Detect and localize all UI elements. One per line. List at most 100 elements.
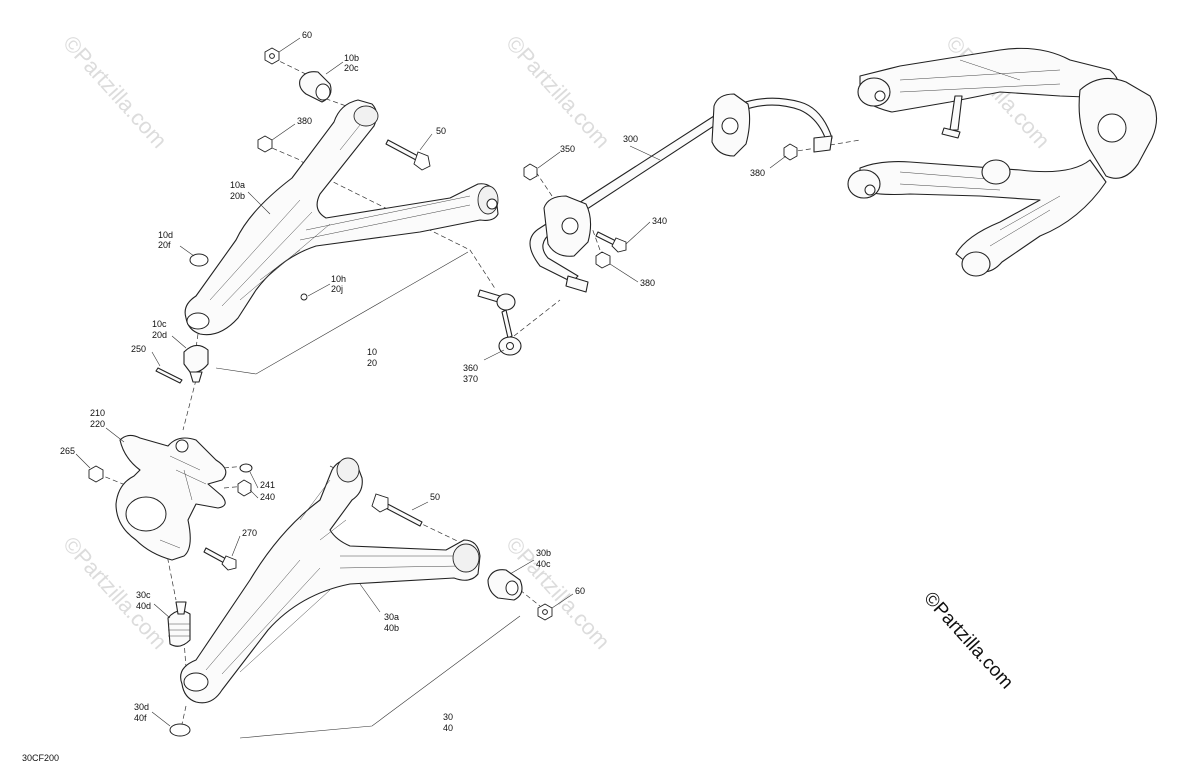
callout-360: 360 bbox=[463, 363, 478, 373]
ball-joint bbox=[183, 344, 209, 373]
callout-300: 300 bbox=[623, 134, 638, 144]
watermark: ©Partzilla.com bbox=[58, 31, 172, 153]
callout-241: 241 bbox=[260, 480, 275, 490]
sway-bar-link-rod bbox=[501, 309, 513, 339]
ball-joint-stud bbox=[175, 601, 187, 615]
assembly-line bbox=[513, 145, 831, 337]
callout-30: 30 bbox=[443, 712, 453, 722]
callout-380: 380 bbox=[750, 168, 765, 178]
callout-40d: 40d bbox=[136, 601, 151, 611]
rear-bushing-housing bbox=[452, 543, 480, 573]
assembly-line bbox=[829, 139, 861, 146]
bolt bbox=[385, 139, 419, 161]
callout-30b: 30b bbox=[536, 548, 551, 558]
callout-10: 10 bbox=[367, 347, 377, 357]
figure-code: 30CF200 bbox=[22, 753, 60, 763]
nut bbox=[237, 479, 252, 497]
sway-bar-end bbox=[565, 275, 589, 293]
callout-10b: 10b bbox=[344, 53, 359, 63]
assembled-bushing bbox=[981, 159, 1011, 185]
steering-knuckle bbox=[115, 434, 227, 561]
callout-30c: 30c bbox=[136, 590, 151, 600]
steering-knuckle-assembly bbox=[88, 434, 253, 601]
lower-a-arm bbox=[180, 459, 481, 704]
callout-20b: 20b bbox=[230, 191, 245, 201]
callout-250: 250 bbox=[131, 344, 146, 354]
callout-220: 220 bbox=[90, 419, 105, 429]
callout-20d: 20d bbox=[152, 330, 167, 340]
bolt-head bbox=[221, 555, 237, 571]
arm-shading bbox=[209, 124, 471, 307]
flange-nut bbox=[257, 135, 273, 153]
callout-40c: 40c bbox=[536, 559, 551, 569]
callout-270: 270 bbox=[242, 528, 257, 538]
upper-a-arm-assembly bbox=[155, 47, 522, 431]
flange-nut bbox=[523, 163, 538, 181]
assembly-line bbox=[97, 465, 247, 601]
hub-bore bbox=[1097, 113, 1127, 143]
callout-50: 50 bbox=[430, 492, 440, 502]
arm-shading bbox=[899, 59, 1061, 93]
callout-60: 60 bbox=[302, 30, 312, 40]
front-bushing-housing bbox=[336, 457, 360, 483]
lower-a-arm-assembly bbox=[167, 457, 553, 737]
watermarks: ©Partzilla.com ©Partzilla.com ©Partzilla… bbox=[58, 31, 1055, 654]
bracket-bore bbox=[721, 117, 739, 135]
sway-bar-link-end bbox=[496, 293, 516, 311]
callout-380: 380 bbox=[640, 278, 655, 288]
knuckle-hub-bore bbox=[125, 496, 167, 532]
cotter-pin bbox=[155, 367, 183, 384]
callout-350: 350 bbox=[560, 144, 575, 154]
leader-lines bbox=[75, 37, 787, 739]
callout-30d: 30d bbox=[134, 702, 149, 712]
assembled-link bbox=[949, 95, 963, 131]
bolt-head bbox=[371, 493, 389, 513]
callout-40f: 40f bbox=[134, 713, 147, 723]
knuckle-shading bbox=[159, 455, 207, 549]
nut-bore bbox=[542, 609, 548, 615]
assembled-lower-arm bbox=[859, 159, 1107, 273]
assembled-bushing bbox=[847, 169, 881, 199]
front-bushing-housing bbox=[353, 105, 379, 127]
callout-380: 380 bbox=[297, 116, 312, 126]
assembly-line bbox=[264, 57, 497, 291]
callout-10a: 10a bbox=[230, 180, 245, 190]
sway-bar-assembly bbox=[513, 93, 833, 337]
boot-ribs bbox=[168, 623, 190, 637]
bracket-bore bbox=[561, 217, 579, 235]
watermark: ©Partzilla.com bbox=[501, 31, 615, 153]
link-bore bbox=[506, 342, 514, 350]
callout-40: 40 bbox=[443, 723, 453, 733]
bushing-bore bbox=[315, 83, 331, 101]
ball-joint-stud bbox=[189, 371, 203, 383]
callout-10c: 10c bbox=[152, 319, 167, 329]
callout-50: 50 bbox=[436, 126, 446, 136]
arm-shading bbox=[899, 171, 1061, 247]
callout-10h: 10h bbox=[331, 274, 346, 284]
assembled-link bbox=[941, 127, 961, 139]
flange-nut bbox=[783, 143, 798, 161]
flange-nut bbox=[88, 465, 104, 483]
bushing-bore bbox=[486, 198, 498, 210]
bushing-bore bbox=[864, 184, 876, 196]
callout-265: 265 bbox=[60, 446, 75, 456]
washer bbox=[239, 463, 253, 473]
callout-210: 210 bbox=[90, 408, 105, 418]
callout-labels: 60 10b 20c 380 50 10a 20b 10d 20f 10h 20… bbox=[60, 30, 765, 733]
callout-20c: 20c bbox=[344, 63, 359, 73]
assembled-bushing bbox=[857, 77, 891, 107]
assembly-line bbox=[181, 465, 541, 725]
callout-60: 60 bbox=[575, 586, 585, 596]
callout-30a: 30a bbox=[384, 612, 399, 622]
ball-joint bbox=[167, 610, 191, 647]
assembled-suspension-reference bbox=[829, 47, 1158, 277]
callout-370: 370 bbox=[463, 374, 478, 384]
bushing-bore bbox=[505, 580, 519, 596]
bushing-bore bbox=[874, 90, 886, 102]
callout-10d: 10d bbox=[158, 230, 173, 240]
retaining-ring bbox=[189, 253, 209, 267]
lower-ball-joint-bore bbox=[183, 672, 209, 692]
grease-fitting bbox=[300, 293, 308, 301]
callout-20j: 20j bbox=[331, 284, 343, 294]
